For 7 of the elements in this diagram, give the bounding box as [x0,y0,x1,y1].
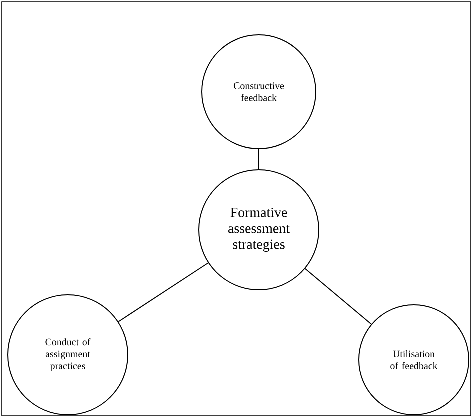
circle-node: Formative assessment strategies [198,170,320,290]
circle-node: Conduct of assignment practices [8,294,128,416]
connector-line [118,262,209,322]
connector-line [304,268,372,325]
circle-node: Utilisation of feedback [358,304,470,416]
connector-line [258,149,260,170]
circle-node: Constructive feedback [202,34,316,150]
